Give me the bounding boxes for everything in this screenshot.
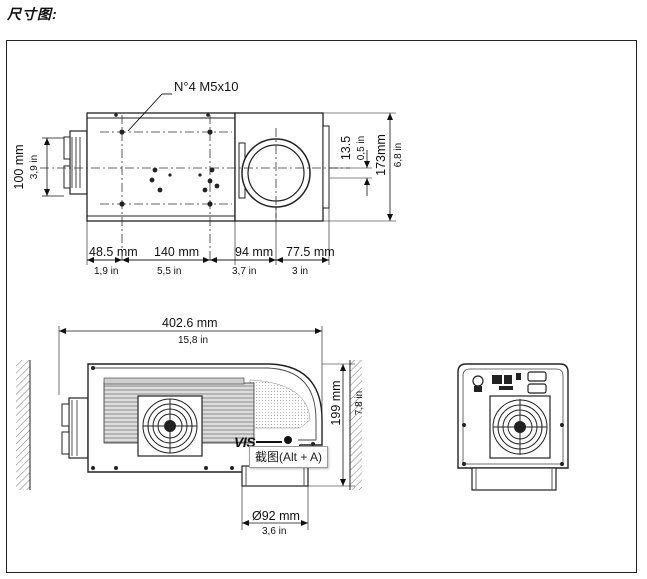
dim-3-in: 3,7 in [232,266,256,277]
height-in: 7,8 in [354,391,365,415]
diameter-mm: Ø92 mm [252,509,300,523]
front-connectors [472,371,547,394]
diameter-in: 3,6 in [262,526,286,537]
height-left-in: 3,9 in [29,155,40,179]
wall-hatch-right [350,360,362,490]
screenshot-tooltip: 截图(Alt + A) [249,446,329,468]
top-view: N°4 M5x10 100 mm 3,9 in 13.5 0,5 in 173m… [12,79,404,277]
side-fan [137,395,203,457]
dim-1-in: 1,9 in [94,266,118,277]
outlet-tube [241,465,309,487]
length-mm: 402.6 mm [162,316,218,330]
height-right-in: 6,8 in [393,143,404,167]
top-main-body [86,112,236,222]
front-fan [489,395,551,459]
logo-sun-icon [284,436,292,444]
top-horizontal-dims [86,207,330,265]
height-right-mm: 173mm [374,134,388,176]
top-connectors [63,130,88,195]
offset-mm: 13.5 [339,136,353,160]
dim-4-in: 3 in [292,266,308,277]
height-mm: 199 mm [329,380,343,425]
side-view: 402.6 mm 15,8 in VIS [16,316,365,537]
front-view [457,363,569,491]
mounting-holes [114,113,220,207]
dim-4-mm: 77.5 mm [286,245,335,259]
length-in: 15,8 in [178,335,208,346]
mounting-callout: N°4 M5x10 [174,79,238,94]
page-title: 尺寸图: [7,6,58,22]
drawing-frame [6,40,637,573]
wall-hatch-left [16,360,30,490]
dim-3-mm: 94 mm [235,245,273,259]
offset-in: 0,5 in [356,136,367,160]
dim-2-in: 5,5 in [157,266,181,277]
height-left-mm: 100 mm [12,144,26,189]
dim-1-mm: 48.5 mm [89,245,138,259]
dim-2-mm: 140 mm [154,245,199,259]
